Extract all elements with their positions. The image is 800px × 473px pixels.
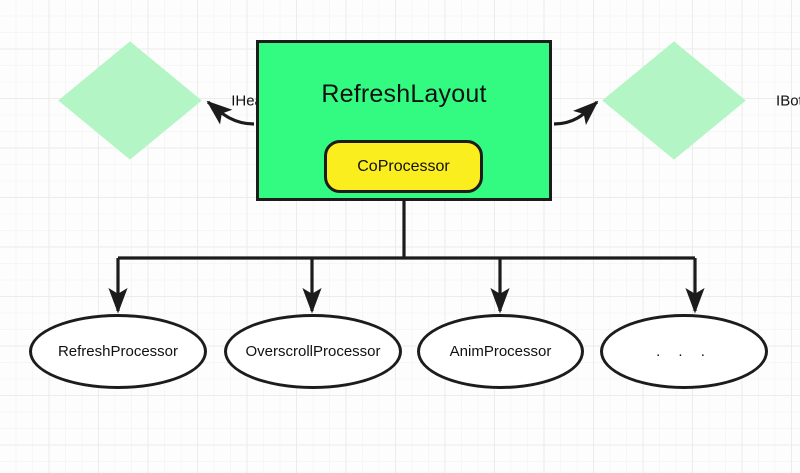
- edge-to-iheaderview: [206, 100, 255, 126]
- edge-to-ibottomview: [553, 100, 599, 126]
- processor-label: AnimProcessor: [449, 343, 552, 360]
- processor-node-more[interactable]: . . .: [600, 314, 768, 389]
- container-label: RefreshLayout: [321, 80, 487, 108]
- interface-node-iheaderview[interactable]: IHeaderView: [58, 41, 317, 160]
- diamond-shape: [58, 41, 202, 160]
- processor-node-overscrollprocessor[interactable]: OverscrollProcessor: [224, 314, 402, 389]
- coprocessor-label: CoProcessor: [357, 157, 450, 175]
- container-node-refreshlayout[interactable]: RefreshLayout: [256, 40, 552, 201]
- processor-label: OverscrollProcessor: [245, 343, 381, 360]
- interface-node-ibottomview[interactable]: IBottomView: [602, 41, 800, 160]
- diamond-shape: [602, 41, 746, 160]
- processor-node-animprocessor[interactable]: AnimProcessor: [417, 314, 584, 389]
- interface-label-ibottomview: IBottomView: [776, 92, 800, 109]
- processor-node-refreshprocessor[interactable]: RefreshProcessor: [29, 314, 207, 389]
- processor-label: . . .: [656, 343, 712, 360]
- coprocessor-node[interactable]: CoProcessor: [324, 140, 483, 193]
- processor-label: RefreshProcessor: [57, 343, 179, 360]
